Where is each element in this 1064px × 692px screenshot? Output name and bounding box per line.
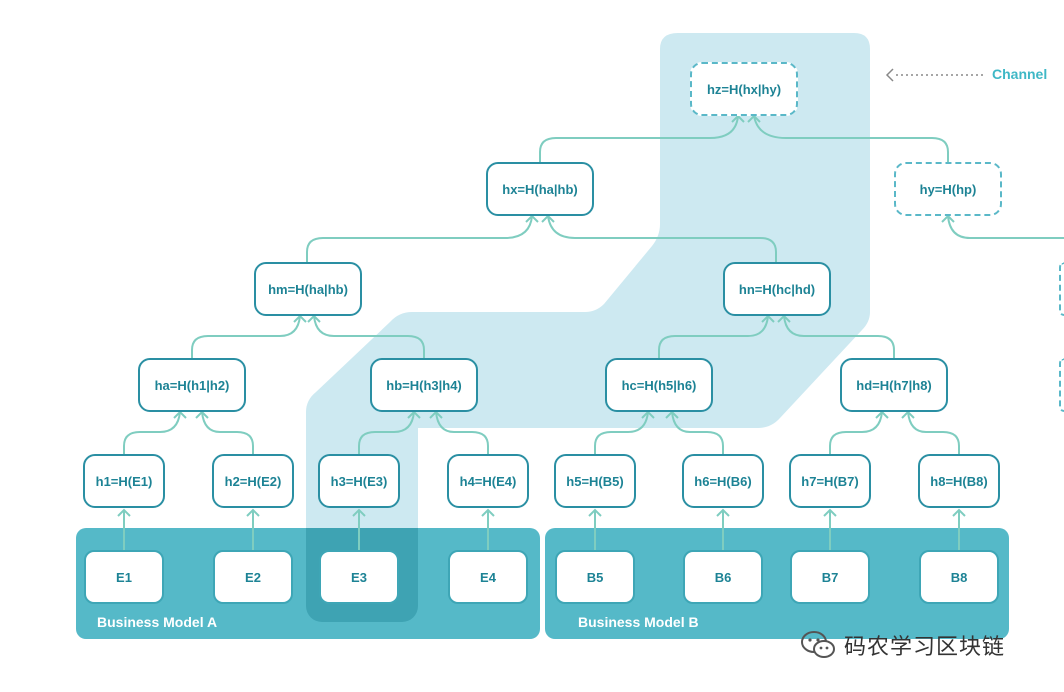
watermark-text: 码农学习区块链 <box>844 635 1006 660</box>
entity-B8: B8 <box>919 550 999 604</box>
node-hn: hn=H(hc|hd) <box>723 262 831 316</box>
node-hz-root: hz=H(hx|hy) <box>690 62 798 116</box>
entity-E2: E2 <box>213 550 293 604</box>
clipped-node-right-1 <box>1059 262 1064 316</box>
entity-E1: E1 <box>84 550 164 604</box>
entity-E3: E3 <box>319 550 399 604</box>
business-model-b-label: Business Model B <box>578 614 699 630</box>
node-hm: hm=H(ha|hb) <box>254 262 362 316</box>
leaf-h5: h5=H(B5) <box>554 454 636 508</box>
node-hd: hd=H(h7|h8) <box>840 358 948 412</box>
leaf-h8: h8=H(B8) <box>918 454 1000 508</box>
node-hc: hc=H(h5|h6) <box>605 358 713 412</box>
wechat-icon <box>801 631 835 658</box>
leaf-h4: h4=H(E4) <box>447 454 529 508</box>
leaf-h1: h1=H(E1) <box>83 454 165 508</box>
highlight-path-shape <box>306 33 870 622</box>
business-model-a-label: Business Model A <box>97 614 218 630</box>
leaf-h2: h2=H(E2) <box>212 454 294 508</box>
entity-E4: E4 <box>448 550 528 604</box>
entity-B7: B7 <box>790 550 870 604</box>
leaf-h7: h7=H(B7) <box>789 454 871 508</box>
node-hy: hy=H(hp) <box>894 162 1002 216</box>
leaf-h6: h6=H(B6) <box>682 454 764 508</box>
channel-label: Channel <box>992 66 1048 82</box>
entity-B5: B5 <box>555 550 635 604</box>
node-hx: hx=H(ha|hb) <box>486 162 594 216</box>
watermark: 码农学习区块链 <box>800 628 1005 662</box>
entity-B6: B6 <box>683 550 763 604</box>
clipped-node-right-2 <box>1059 358 1064 412</box>
node-ha: ha=H(h1|h2) <box>138 358 246 412</box>
node-hb: hb=H(h3|h4) <box>370 358 478 412</box>
leaf-h3: h3=H(E3) <box>318 454 400 508</box>
